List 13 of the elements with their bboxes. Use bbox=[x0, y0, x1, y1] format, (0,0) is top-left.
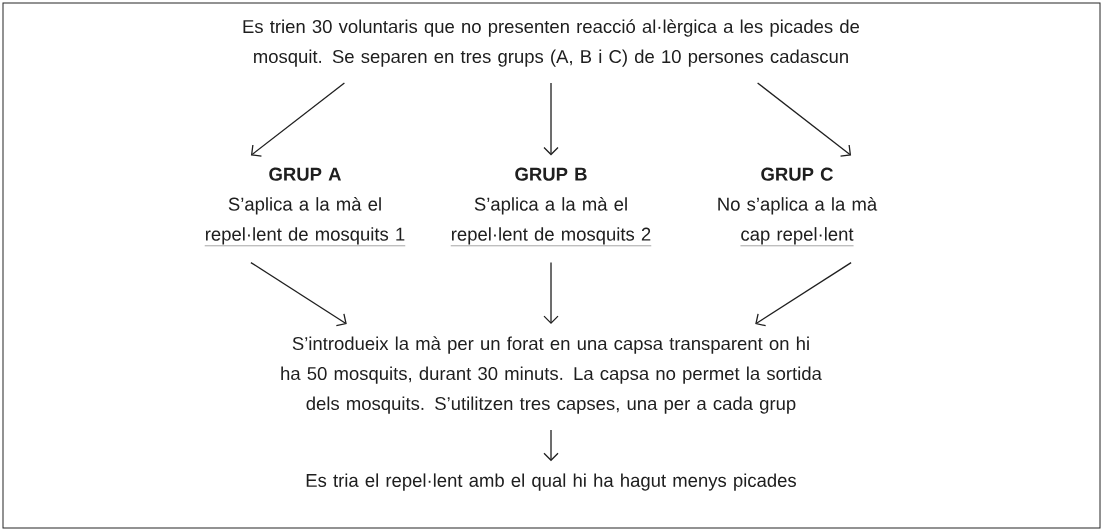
step-text: S’introdueix la mà per un forat en una capsa transparent on hi ha 50 mosquits, durant 30 minuts. La capsa no permet la sortida dels mosquits. S’utilitzen tres capses, una per a cada grup bbox=[281, 336, 822, 414]
result-text: Es tria el repel·lent amb el qual hi ha hagut menys picades bbox=[306, 473, 796, 491]
group-text: GRUP A S’aplica a la mà el repel·lent de mosquits 1 bbox=[204, 167, 406, 246]
group-text: GRUP C No s’aplica a la mà cap repel·lent bbox=[718, 167, 878, 246]
arrow bbox=[250, 82, 346, 157]
arrow bbox=[543, 82, 559, 156]
arrow bbox=[250, 261, 347, 327]
statement-text: Es trien 30 voluntaris que no presenten reacció al·lèrgica a les picades de mosquit. Se separen en tres grups (A, B i C) de 10 persones cadascun bbox=[243, 19, 860, 67]
group-text: GRUP B S’aplica a la mà el repel·lent de mosquits 2 bbox=[450, 167, 652, 246]
arrow bbox=[755, 261, 852, 327]
arrow bbox=[543, 261, 559, 325]
arrow bbox=[756, 82, 852, 157]
arrow bbox=[543, 429, 559, 462]
